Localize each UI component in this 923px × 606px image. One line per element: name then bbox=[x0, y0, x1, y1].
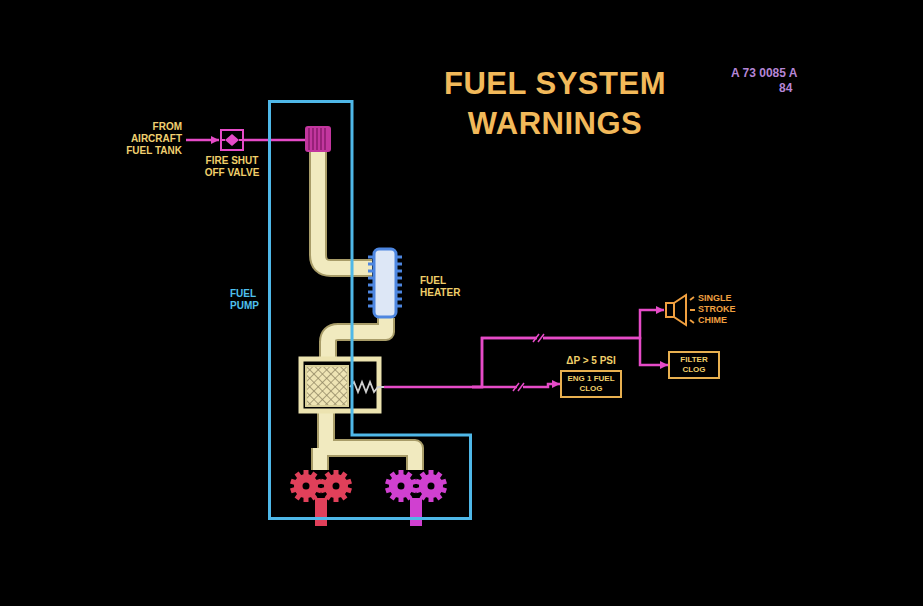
fuel-line bbox=[243, 139, 306, 142]
fuel-pipes bbox=[318, 152, 415, 470]
valve-label: FIRE SHUT OFF VALVE bbox=[204, 155, 260, 179]
pressure-threshold: ΔP > 5 PSI bbox=[560, 355, 622, 367]
pressure-switch-spring bbox=[350, 382, 384, 392]
speaker-icon bbox=[664, 292, 698, 328]
figure-code: 84 bbox=[779, 81, 809, 95]
shutoff-valve: FIRE SHUT OFF VALVE bbox=[204, 128, 260, 190]
chime-label: SINGLE STROKE CHIME bbox=[698, 293, 744, 326]
fuel-line bbox=[260, 139, 268, 142]
wire-break bbox=[533, 332, 544, 344]
gear bbox=[290, 470, 322, 502]
diagram-title: FUEL SYSTEM WARNINGS bbox=[425, 64, 685, 144]
heater-label: FUEL HEATER bbox=[420, 275, 476, 299]
fuel-pump-outline: FUEL PUMP bbox=[268, 100, 472, 520]
fuel-heater: FUEL HEATER bbox=[366, 243, 404, 323]
inlet-arrow bbox=[186, 139, 219, 142]
pump-label: FUEL PUMP bbox=[230, 288, 264, 312]
annunciator-text: FILTER CLOG bbox=[674, 355, 714, 375]
gear bbox=[385, 470, 417, 502]
annunciator-group: ΔP > 5 PSI ENG 1 FUEL CLOG bbox=[560, 355, 622, 398]
annunciator-light: FILTER CLOG bbox=[668, 351, 720, 379]
wire-break bbox=[513, 381, 524, 393]
gear bbox=[415, 470, 447, 502]
heater-symbol bbox=[366, 243, 404, 323]
chime-speaker: SINGLE STROKE CHIME bbox=[664, 292, 744, 328]
inlet-manifold bbox=[305, 126, 331, 152]
valve-symbol bbox=[204, 128, 260, 152]
source-label: FROM AIRCRAFT FUEL TANK bbox=[120, 121, 182, 157]
warning-wire bbox=[384, 386, 472, 389]
gear bbox=[320, 470, 352, 502]
pump-outline bbox=[268, 100, 472, 520]
fuel-filter bbox=[301, 359, 472, 411]
figure-code: A 73 0085 A bbox=[731, 66, 821, 80]
annunciator-light: ENG 1 FUEL CLOG bbox=[560, 370, 622, 398]
